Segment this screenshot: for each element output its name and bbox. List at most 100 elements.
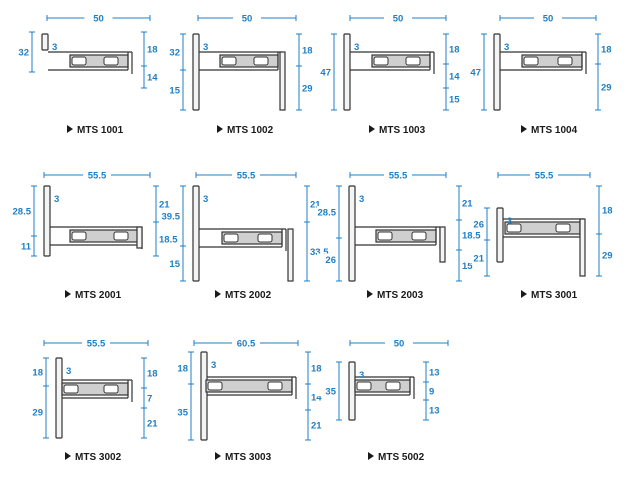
right-dimension-1-label-bg: [427, 366, 448, 377]
profile-wall: [493, 33, 501, 111]
profile-rails: [207, 376, 296, 396]
width-dimension-label-bg: [530, 169, 558, 180]
left-dimension-1-label-bg: [24, 366, 45, 377]
profile-wall: [43, 185, 51, 257]
right-dimension-1-label: 13: [429, 368, 440, 379]
left-dimension-1-label: 39.5: [162, 212, 181, 223]
profile-clip-right: [103, 384, 119, 394]
right-dimension-1-label: 18: [302, 46, 313, 57]
width-dimension-label: 55.5: [87, 339, 106, 350]
profile-clip-left: [63, 384, 79, 394]
triangle-right-icon: [65, 290, 71, 298]
profile-clip-left: [373, 56, 389, 66]
thickness-label: 3: [504, 42, 509, 53]
profile-name-label: MTS 3003: [225, 452, 272, 463]
width-dimension-label-bg: [232, 169, 260, 180]
right-dimension-2-label: 33.5: [310, 247, 329, 258]
right-dimension-1-label: 18: [449, 45, 460, 56]
right-dimension-2-label-bg: [308, 245, 329, 257]
left-dimension-1-label: 47: [320, 68, 331, 79]
profile-name-label: MTS 2002: [225, 290, 272, 301]
profile-clip-right: [267, 381, 283, 391]
profile-clip-left: [207, 381, 223, 391]
left-dimension-1-label: 35: [325, 387, 336, 398]
triangle-right-icon: [368, 452, 374, 460]
left-dimension-2-label-bg: [161, 84, 182, 95]
thickness-label: 3: [54, 194, 59, 205]
width-dimension-label-bg: [385, 337, 413, 348]
right-dimension-2-label: 29: [601, 83, 612, 94]
right-dimension-2-label: 14: [311, 393, 322, 404]
profile-rails: [199, 51, 282, 71]
right-dimension-1-label-bg: [309, 362, 330, 373]
right-dimension-1-label: 18: [311, 364, 322, 375]
profile-wall: [55, 357, 63, 439]
left-dimension-2-label-bg: [24, 406, 45, 417]
thickness-label: 3: [359, 370, 364, 381]
profile-name-label: MTS 2003: [377, 290, 424, 301]
right-dimension-3-label: 21: [147, 419, 158, 430]
left-dimension-1-label-bg: [10, 46, 31, 57]
profile-wall: [343, 33, 351, 111]
width-dimension-label-bg: [232, 337, 260, 348]
right-dimension-2-label-bg: [600, 249, 621, 260]
right-dimension-2-label: 18.5: [159, 235, 178, 246]
width-dimension-label: 50: [242, 14, 253, 25]
left-dimension-1-label-bg: [465, 218, 486, 229]
triangle-right-icon: [65, 452, 71, 460]
profile-right-leg: [287, 228, 294, 282]
profile-clip-right: [405, 56, 421, 66]
triangle-right-icon: [521, 290, 527, 298]
thickness-label: 3: [66, 366, 71, 377]
profile-rails: [503, 218, 584, 238]
left-dimension-1-label: 32: [18, 48, 29, 59]
profile-clip-left: [356, 381, 372, 391]
profile-wall: [200, 351, 208, 441]
left-dimension-1-label-bg: [12, 205, 33, 216]
profile-right-leg: [439, 226, 446, 263]
thickness-label: 3: [507, 216, 512, 227]
right-dimension-1-label-bg: [145, 43, 166, 54]
right-dimension-3-label: 21: [311, 421, 322, 432]
right-dimension-2-label-bg: [599, 81, 620, 92]
profile-clip-right: [257, 233, 273, 243]
profile-wall: [348, 361, 356, 421]
profile-name-label: MTS 5002: [378, 452, 425, 463]
right-dimension-3-label-bg: [460, 259, 481, 271]
right-dimension-1-label: 21: [159, 200, 170, 211]
profile-clip-left: [71, 231, 87, 241]
right-dimension-1-label: 18: [601, 45, 612, 56]
right-dimension-2-label: 29: [302, 84, 313, 95]
profile-name-label: MTS 3001: [531, 290, 578, 301]
left-dimension-1-label: 28.5: [318, 208, 337, 219]
profile-rails: [350, 51, 434, 71]
left-dimension-2-label-bg: [161, 257, 182, 269]
left-dimension-2-label: 29: [32, 408, 43, 419]
right-dimension-3-label-bg: [309, 419, 330, 430]
left-dimension-1-label-bg: [317, 206, 338, 217]
thickness-label: 3: [354, 42, 359, 53]
thickness-label: 3: [52, 42, 57, 53]
left-dimension-2-label-bg: [317, 253, 338, 265]
profile-name-label: MTS 1004: [531, 125, 578, 136]
profile-end-hook: [435, 227, 441, 249]
left-dimension-1-label: 26: [473, 220, 484, 231]
profile-end-hook: [127, 380, 133, 402]
width-dimension-label-bg: [82, 337, 110, 348]
left-dimension-1-label: 18: [32, 368, 43, 379]
left-dimension-2-label: 21: [473, 254, 484, 265]
width-dimension-label: 50: [543, 14, 554, 25]
profile-end-hook: [281, 229, 287, 251]
left-dimension-2-label-bg: [465, 252, 486, 263]
width-dimension-label: 55.5: [88, 171, 107, 182]
right-dimension-3-label-bg: [427, 404, 448, 415]
left-dimension-2-label-bg: [169, 406, 190, 417]
